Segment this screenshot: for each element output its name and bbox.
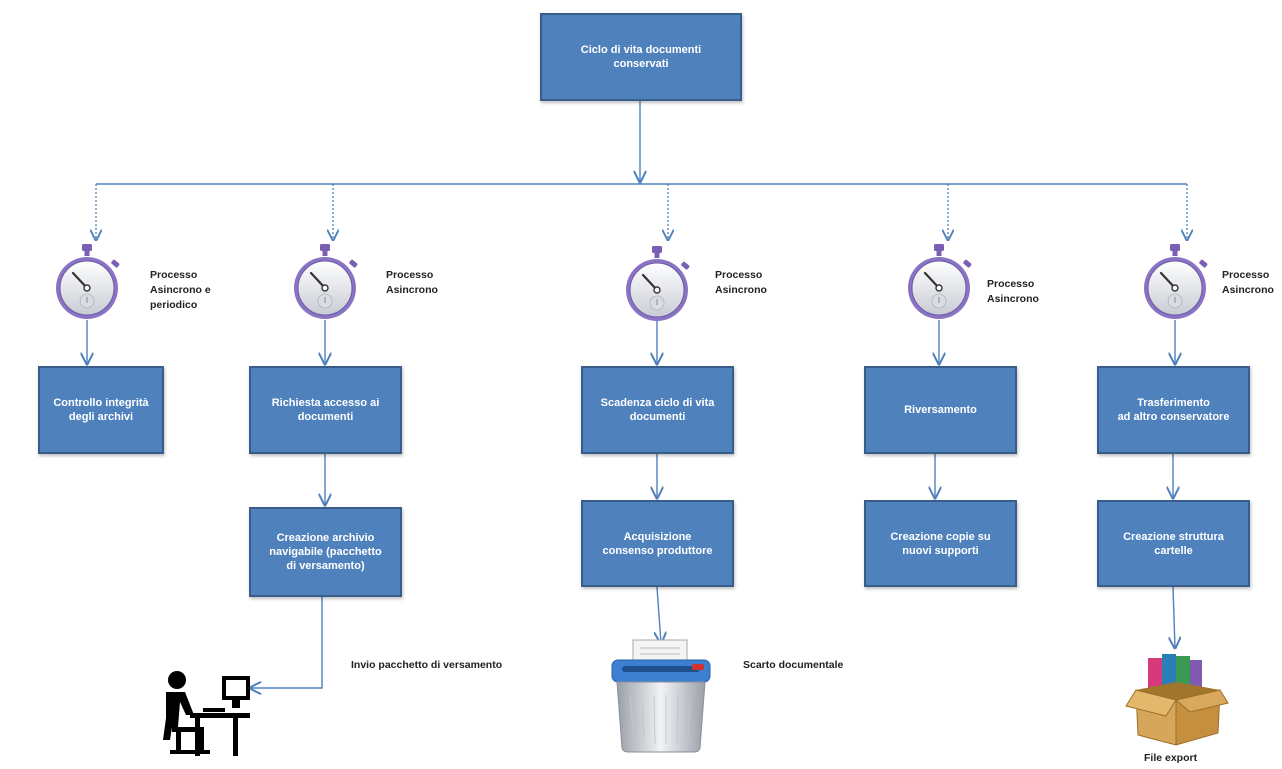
timer-label-col4: Processo Asincrono	[987, 278, 1039, 305]
creazione-struttura-box: Creazione struttura cartelle	[1097, 500, 1250, 587]
stopwatch-icon	[1142, 242, 1210, 321]
stopwatch-icon	[292, 242, 360, 321]
riversamento-box: Riversamento	[864, 366, 1017, 454]
stopwatch-icon	[624, 244, 692, 323]
creazione-copie-box: Creazione copie su nuovi supporti	[864, 500, 1017, 587]
output-label-file-export: File export	[1144, 752, 1198, 764]
timer-drop-connectors	[96, 184, 1187, 240]
timer-to-box-connectors	[87, 320, 1175, 364]
creazione-archivio-box: Creazione archivio navigabile (pacchetto…	[249, 507, 402, 597]
output-connectors	[250, 586, 1175, 688]
richiesta-accesso-box: Richiesta accesso ai documenti	[249, 366, 402, 454]
timer-label-col3: Processo Asincrono	[715, 269, 767, 296]
output-label-scarto: Scarto documentale	[743, 659, 844, 671]
box-with-folders-icon	[1125, 654, 1229, 746]
stopwatch-icon	[54, 242, 122, 321]
root-box: Ciclo di vita documenti conservati	[540, 13, 742, 101]
controllo-integrita-box: Controllo integrità degli archivi	[38, 366, 164, 454]
stopwatch-icon	[906, 242, 974, 321]
acquisizione-consenso-box: Acquisizione consenso produttore	[581, 500, 734, 587]
timer-label-col2: Processo Asincrono	[386, 269, 438, 296]
trasferimento-box: Trasferimento ad altro conservatore	[1097, 366, 1250, 454]
timer-label-col1: Processo Asincrono e periodico	[150, 269, 211, 311]
paper-shredder-icon	[611, 639, 711, 753]
step-connectors	[325, 454, 1173, 505]
root-connector	[96, 101, 1187, 185]
timer-label-col5: Processo Asincrono	[1222, 269, 1274, 296]
user-at-computer-icon	[163, 671, 250, 756]
scadenza-ciclo-box: Scadenza ciclo di vita documenti	[581, 366, 734, 454]
output-label-invio: Invio pacchetto di versamento	[351, 659, 503, 671]
